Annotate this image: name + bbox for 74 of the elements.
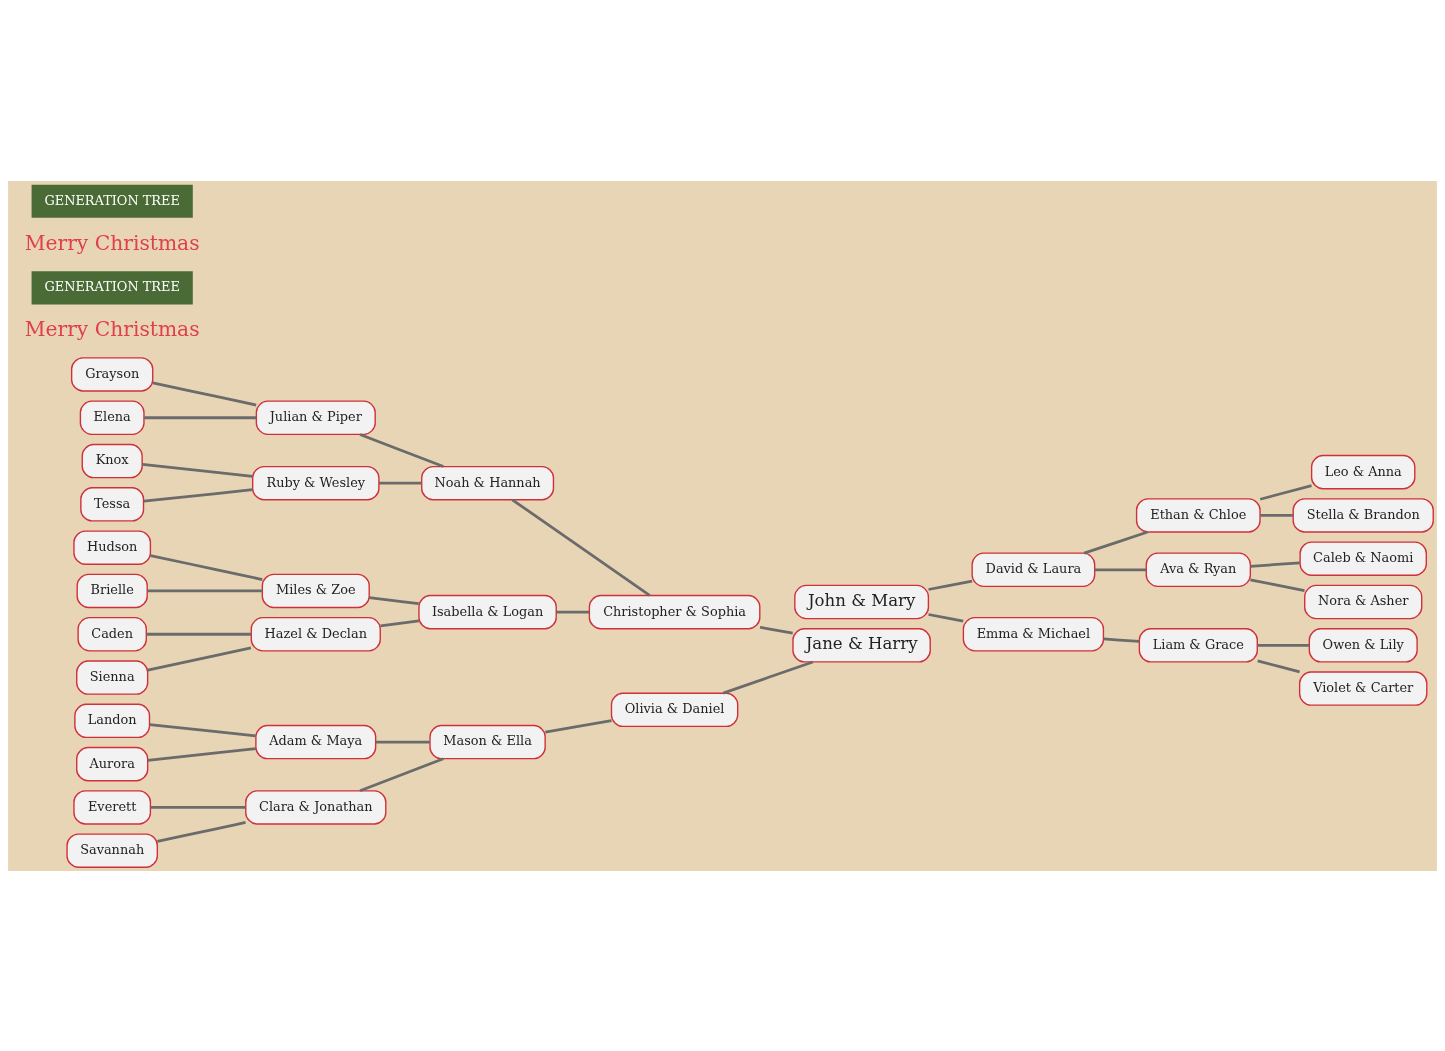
node-box: Christopher & Sophia [588, 594, 761, 629]
node-box: Elena [79, 400, 145, 435]
label: GENERATION TREE [44, 278, 180, 294]
node-box: Ava & Ryan [1145, 552, 1252, 587]
node-box: Liam & Grace [1138, 627, 1258, 663]
node-box: Adam & Maya [255, 724, 377, 759]
connector [928, 579, 973, 591]
connector [1260, 513, 1294, 517]
node-box: Julian & Piper [255, 400, 376, 435]
node-box: Grayson [70, 356, 154, 392]
connector [147, 646, 252, 671]
node-box: Leo & Anna [1310, 454, 1416, 489]
node-box: Tessa [80, 486, 145, 522]
connector [375, 740, 430, 743]
node-box: David & Laura [971, 552, 1096, 587]
node-box: Ethan & Chloe [1135, 497, 1261, 533]
connector [379, 481, 422, 485]
node-box: Stella & Brandon [1292, 497, 1434, 533]
connector [359, 756, 444, 792]
label: Merry Christmas [24, 316, 200, 341]
node-box: Isabella & Logan [418, 594, 557, 629]
node-box: Miles & Zoe [261, 573, 370, 608]
node-box: Owen & Lily [1308, 627, 1418, 663]
node-box: Landon [74, 703, 151, 738]
connector [152, 381, 257, 406]
node-box: Everett [73, 789, 152, 825]
node-box: Nora & Asher [1304, 584, 1423, 619]
connector [545, 718, 612, 733]
connector [147, 589, 263, 592]
connector [759, 625, 793, 634]
connector [157, 820, 246, 843]
connector [150, 805, 246, 809]
connector [556, 610, 590, 613]
label: GENERATION TREE [44, 192, 180, 208]
label: Merry Christmas [24, 230, 200, 255]
node-box: Sienna [76, 659, 149, 695]
node-box: Olivia & Daniel [610, 692, 739, 727]
connector [143, 487, 253, 502]
connector [1257, 643, 1310, 647]
connector [1103, 637, 1140, 643]
connector [359, 432, 444, 468]
connector [722, 660, 814, 694]
connector [1257, 658, 1300, 673]
node-box: Noah & Hannah [421, 465, 555, 500]
node-box: Jane & Harry [792, 627, 931, 663]
connector [1094, 567, 1147, 571]
node-box: Hudson [73, 529, 152, 565]
connector [147, 746, 256, 762]
connector [1259, 483, 1312, 501]
node-box: Caden [77, 616, 147, 652]
connector [1083, 530, 1149, 554]
node-box: Emma & Michael [962, 616, 1105, 652]
node-box: John & Mary [794, 584, 930, 619]
node-box: Mason & Ella [429, 724, 546, 759]
connector [146, 632, 251, 636]
connector [142, 462, 253, 478]
connector [928, 612, 964, 622]
node-box: Violet & Carter [1298, 670, 1428, 706]
connector [1250, 578, 1305, 592]
connector [150, 553, 263, 581]
connector [149, 722, 256, 737]
node-box: Knox [81, 443, 143, 478]
node-box: Ruby & Wesley [252, 465, 380, 500]
node-box: Aurora [76, 746, 149, 781]
connector [511, 498, 651, 597]
connector [1250, 561, 1300, 568]
node-box: Clara & Jonathan [245, 789, 387, 825]
node-box: Caleb & Naomi [1299, 540, 1427, 576]
node-box: Brielle [76, 573, 148, 608]
connector [369, 595, 419, 605]
connector [380, 619, 419, 627]
node-box: Hazel & Declan [250, 616, 381, 652]
connector [144, 415, 257, 419]
node-box: Savannah [66, 832, 158, 868]
